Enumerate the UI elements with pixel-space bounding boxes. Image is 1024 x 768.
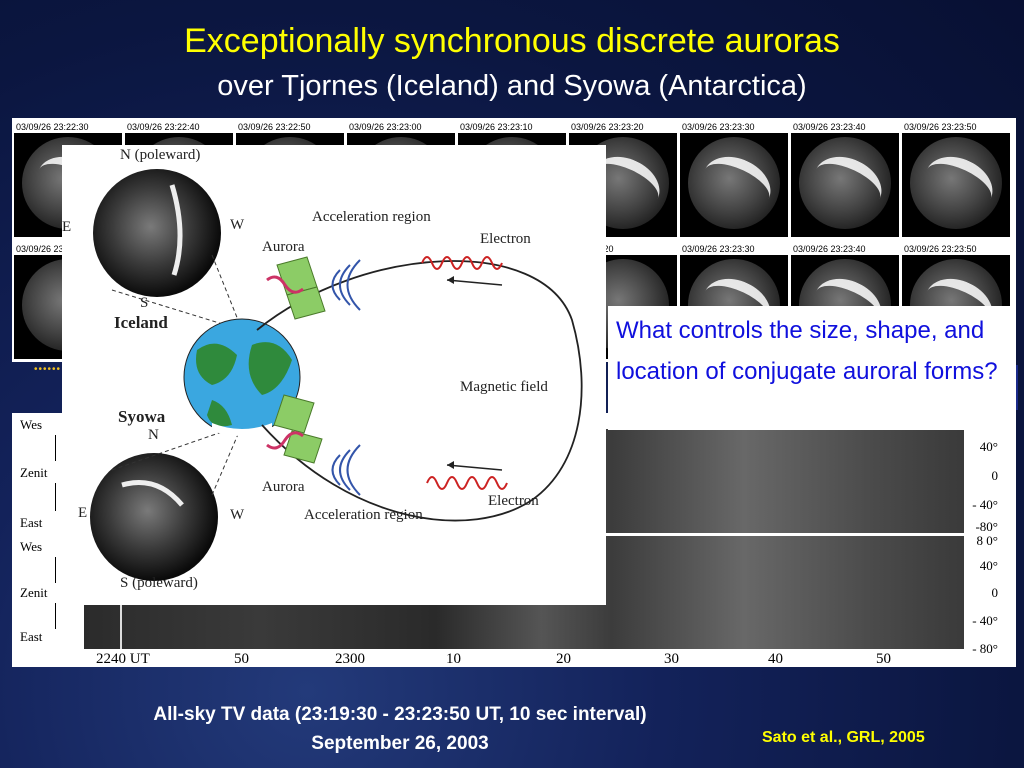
- left-axis-label: Zenit: [20, 465, 48, 480]
- magnetic-field-label: Magnetic field: [460, 379, 548, 395]
- x-tick-label: 2300: [335, 651, 365, 667]
- frame-timestamp: 03/09/26 23:23:50: [902, 121, 1010, 133]
- dotted-connector: ••••••: [34, 364, 62, 375]
- x-tick-label: 50: [234, 651, 249, 667]
- caption: All-sky TV data (23:19:30 - 23:23:50 UT,…: [0, 700, 800, 758]
- frame-timestamp: 03/09/26 23:23:30: [680, 121, 788, 133]
- diagram-graphics: [90, 169, 583, 581]
- x-tick-label: 20: [556, 651, 571, 667]
- right-axis-label: -80°: [975, 519, 998, 534]
- x-tick-label: 2240 UT: [96, 651, 150, 667]
- axis-arrow: [55, 603, 56, 629]
- sky-frame: 03/09/26 23:23:40: [791, 121, 899, 237]
- caption-line-2: September 26, 2003: [311, 733, 489, 754]
- x-tick-label: 10: [446, 651, 461, 667]
- x-tick-label: 50: [876, 651, 891, 667]
- left-axis-label: Wes: [20, 539, 43, 554]
- citation: Sato et al., GRL, 2005: [762, 729, 925, 746]
- right-axis-label: 0: [991, 468, 999, 483]
- south-poleward-label: S (poleward): [120, 575, 198, 591]
- south-label: S: [140, 295, 149, 311]
- north-label: N: [148, 427, 159, 443]
- right-axis-label: 40°: [979, 558, 998, 573]
- frame-timestamp: 03/09/26 23:23:40: [791, 243, 899, 255]
- title-line-2: over Tjornes (Iceland) and Syowa (Antarc…: [217, 70, 807, 102]
- west-label: W: [230, 217, 245, 233]
- iceland-label: Iceland: [114, 313, 168, 332]
- left-axis-label: East: [20, 629, 43, 644]
- right-axis-label: - 80°: [972, 641, 998, 656]
- east-label: E: [78, 505, 88, 521]
- syowa-label: Syowa: [118, 407, 166, 426]
- aurora-label: Aurora: [262, 479, 305, 495]
- right-axis-label: - 40°: [972, 613, 998, 628]
- sky-frame: 03/09/26 23:23:20: [569, 121, 677, 237]
- magnetic-field-line: [256, 260, 583, 522]
- frame-timestamp: 03/09/26 23:23:40: [791, 121, 899, 133]
- right-axis-label: - 40°: [972, 497, 998, 512]
- left-axis-label: Zenit: [20, 585, 48, 600]
- west-label: W: [230, 507, 245, 523]
- axis-arrow: [55, 557, 56, 583]
- right-axis-label: 8 0°: [976, 533, 998, 548]
- north-poleward-label: N (poleward): [120, 147, 201, 163]
- left-axis-label: East: [20, 515, 43, 530]
- right-axis-label: 40°: [979, 439, 998, 454]
- east-label: E: [62, 219, 72, 235]
- axis-arrow: [55, 483, 56, 511]
- iceland-sky-image: [93, 169, 221, 297]
- x-tick-label: 40: [768, 651, 783, 667]
- frame-timestamp: 03/09/26 23:23:10: [458, 121, 566, 133]
- frame-timestamp: 03/09/26 23:22:40: [125, 121, 233, 133]
- frame-timestamp: 03/09/26 23:23:50: [902, 243, 1010, 255]
- electron-label: Electron: [480, 231, 531, 247]
- frame-timestamp: 03/09/26 23:23:20: [569, 121, 677, 133]
- sky-frame: 03/09/26 23:23:50: [902, 121, 1010, 237]
- question-box: What controls the size, shape, and locat…: [608, 306, 1016, 430]
- right-axis-label: 0: [991, 585, 999, 600]
- question-text: What controls the size, shape, and locat…: [616, 317, 998, 385]
- sky-frame: 03/09/26 23:23:30: [680, 121, 788, 237]
- frame-timestamp: 03/09/26 23:23:30: [680, 243, 788, 255]
- axis-arrow: [55, 435, 56, 461]
- frame-timestamp: 03/09/26 23:23:00: [347, 121, 455, 133]
- frame-timestamp: 03/09/26 23:22:30: [14, 121, 122, 133]
- caption-line-1: All-sky TV data (23:19:30 - 23:23:50 UT,…: [153, 704, 647, 725]
- title-line-1: Exceptionally synchronous discrete auror…: [184, 22, 840, 60]
- conjugate-aurora-diagram: N (poleward) E W S Iceland Syowa N E W S…: [62, 145, 606, 605]
- acceleration-region-label: Acceleration region: [304, 507, 423, 523]
- left-axis-label: Wes: [20, 417, 43, 432]
- acceleration-region-label: Acceleration region: [312, 209, 431, 225]
- syowa-sky-image: [90, 453, 218, 581]
- x-tick-label: 30: [664, 651, 679, 667]
- aurora-label: Aurora: [262, 239, 305, 255]
- electron-label: Electron: [488, 493, 539, 509]
- frame-timestamp: 03/09/26 23:22:50: [236, 121, 344, 133]
